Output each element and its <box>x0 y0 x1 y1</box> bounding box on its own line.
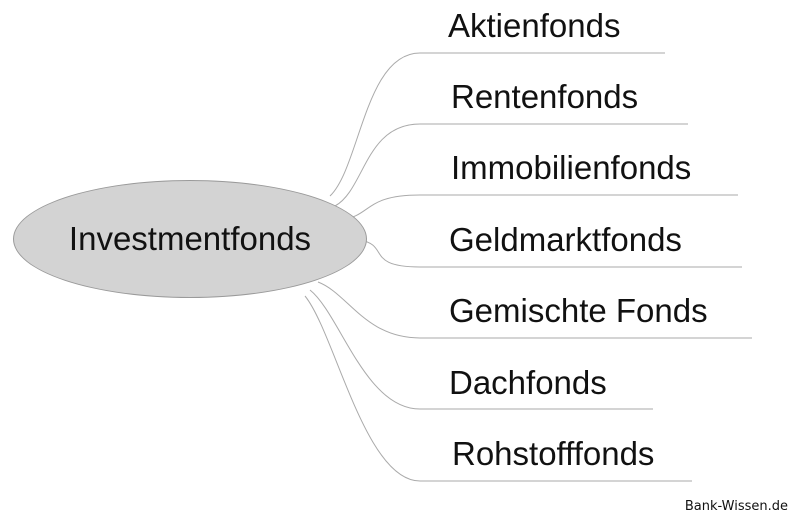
connector-aktienfonds <box>329 52 665 197</box>
connector-dachfonds <box>309 289 653 410</box>
source-credit: Bank-Wissen.de <box>684 499 788 514</box>
connector-gemischte-fonds <box>317 281 752 339</box>
branch-label-dachfonds: Dachfonds <box>449 364 607 401</box>
central-node: Investmentfonds <box>13 180 367 298</box>
branch-label-aktienfonds: Aktienfonds <box>448 7 621 44</box>
central-node-ellipse <box>13 180 367 298</box>
connector-rentenfonds <box>334 123 688 207</box>
branch-label-geldmarktfonds: Geldmarktfonds <box>449 221 682 258</box>
branch-label-rentenfonds: Rentenfonds <box>451 78 639 115</box>
branch-label-gemischte-fonds: Gemischte Fonds <box>449 292 708 329</box>
branch-label-immobilienfonds: Immobilienfonds <box>451 149 692 186</box>
branch-label-rohstofffonds: Rohstofffonds <box>452 435 655 472</box>
connector-rohstofffonds <box>304 295 692 482</box>
connector-immobilienfonds <box>341 194 738 221</box>
central-node-label: Investmentfonds <box>68 220 312 257</box>
connector-geldmarktfonds <box>359 239 742 268</box>
